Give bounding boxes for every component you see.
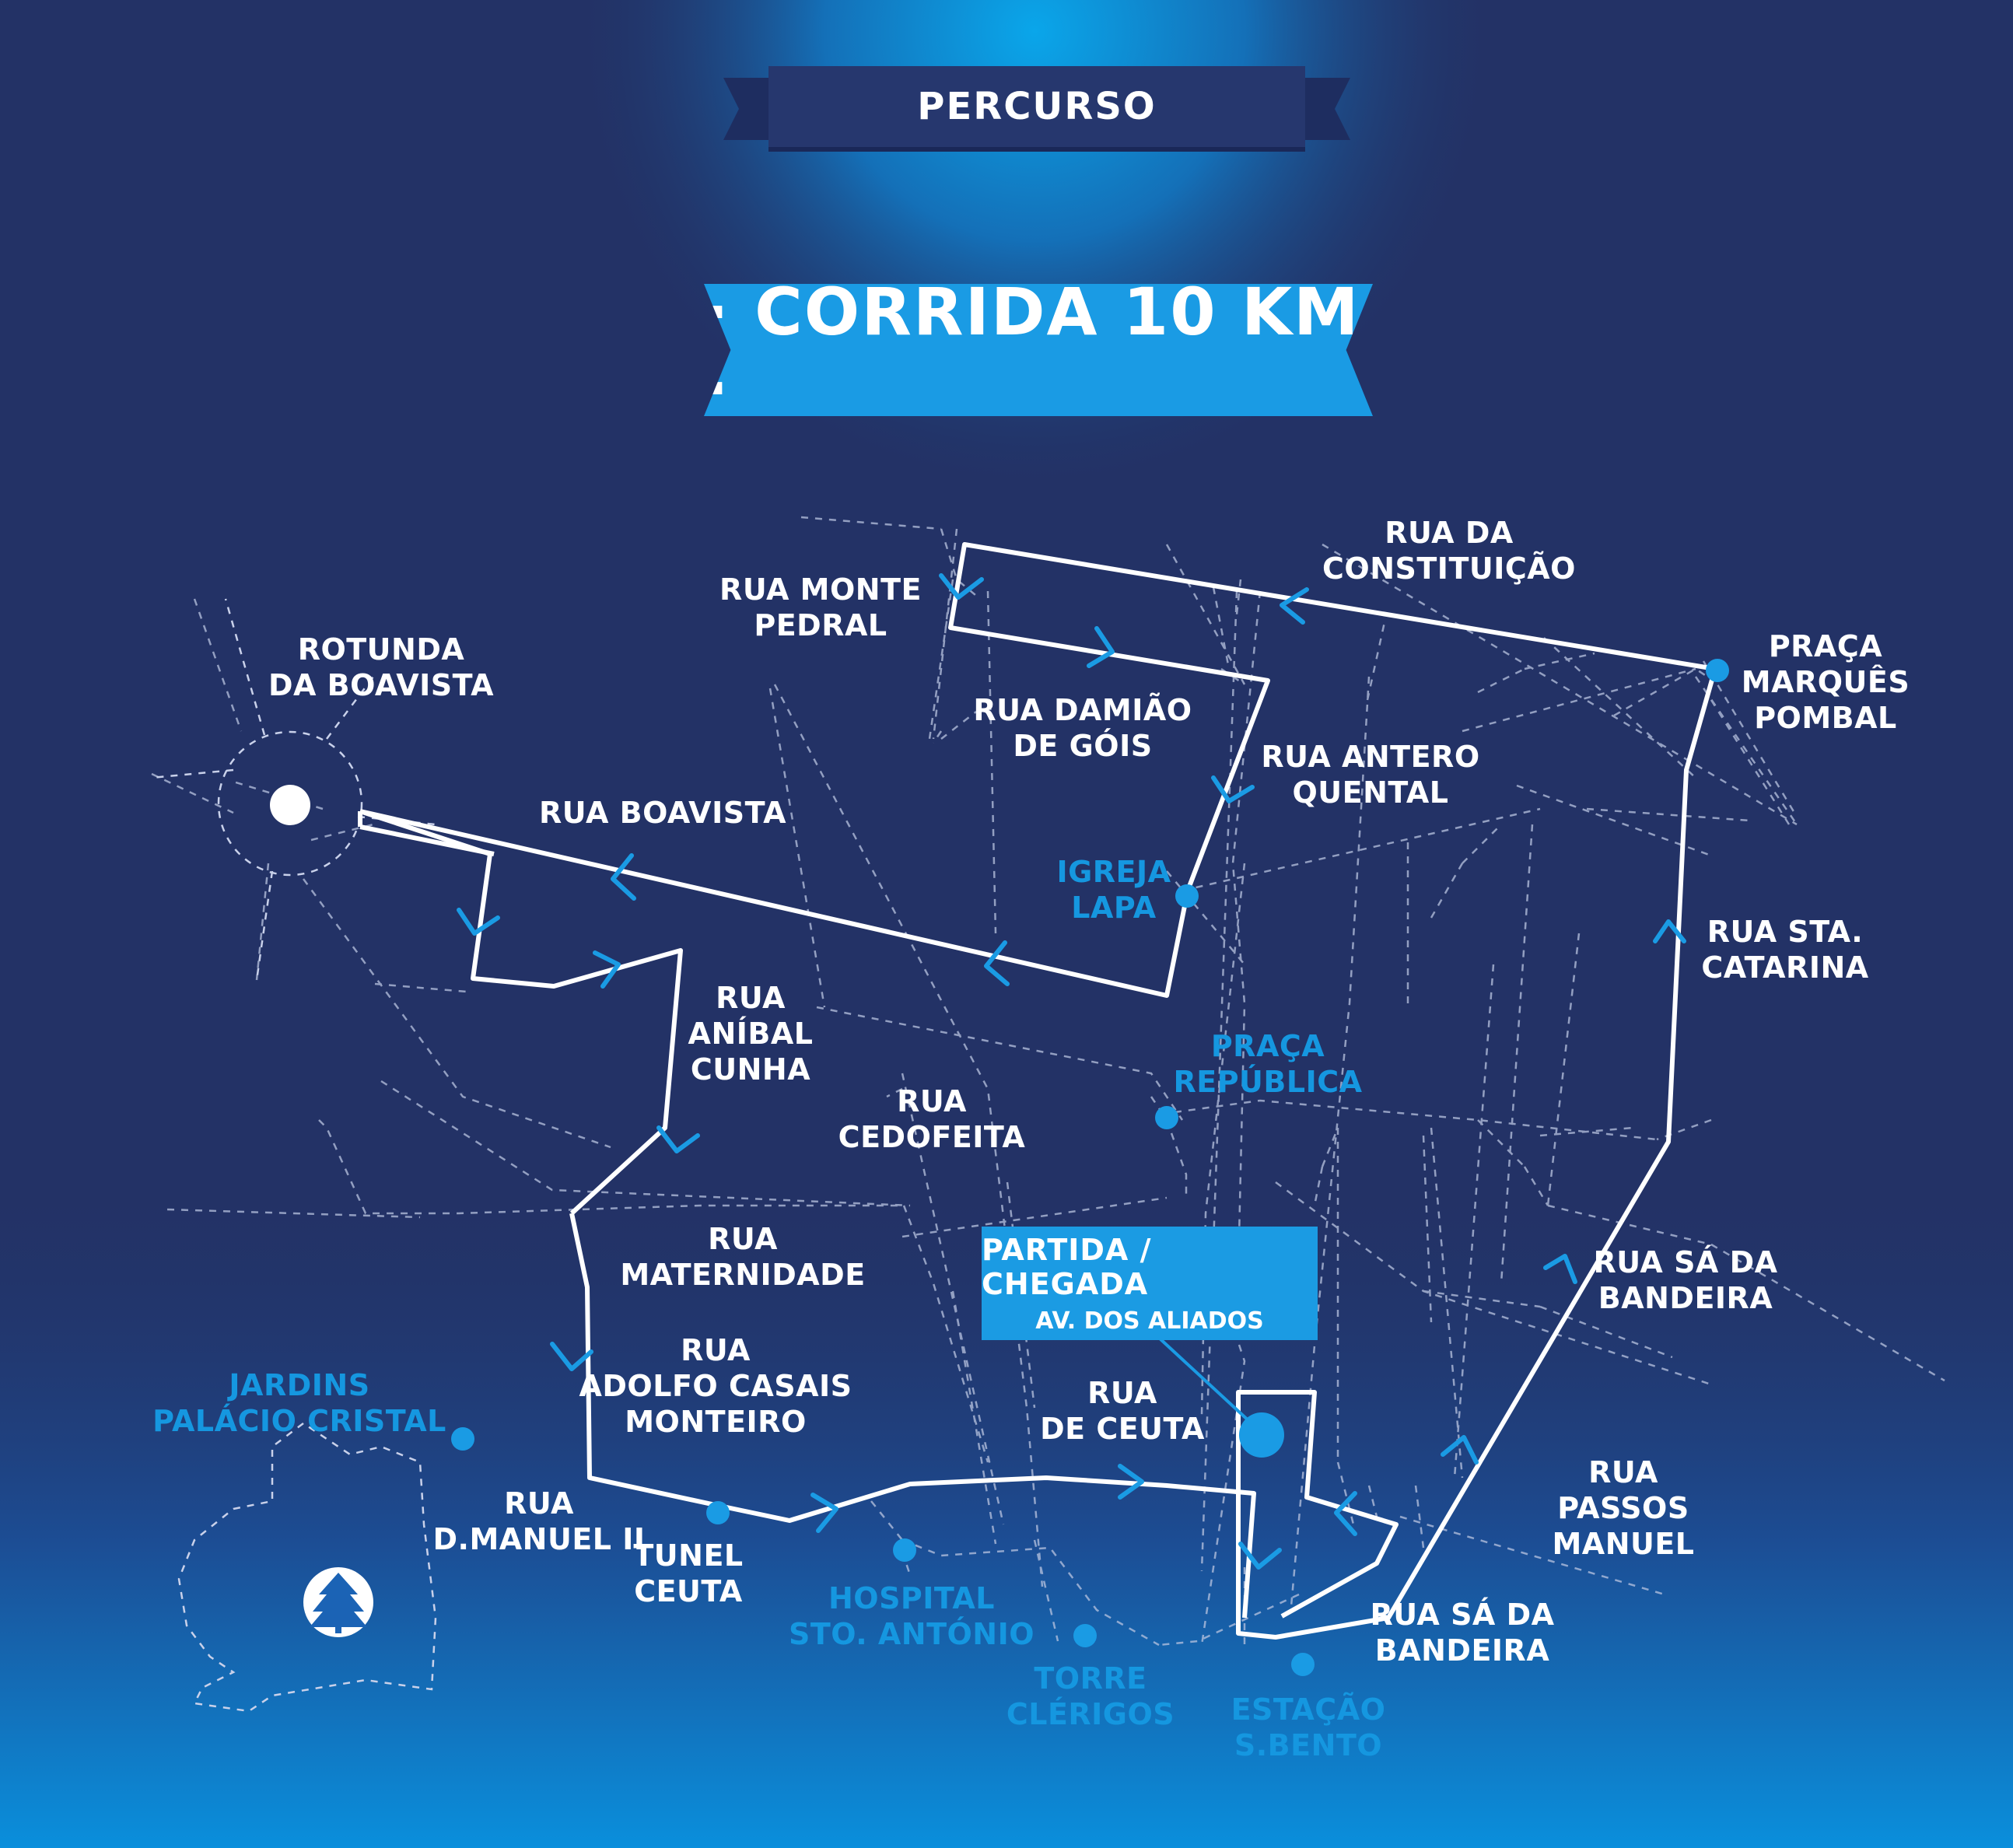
label-rua-sa-da-bandeira-upper: RUA SÁ DA BANDEIRA	[1593, 1245, 1778, 1315]
race-title-banner: · CORRIDA 10 KM ·	[704, 284, 1373, 416]
praca-republica-marker	[1155, 1106, 1178, 1129]
label-rua-passos-manuel: RUA PASSOS MANUEL	[1552, 1455, 1695, 1561]
start-pointer-line	[1157, 1336, 1263, 1434]
label-rua-boavista: RUA BOAVISTA	[539, 796, 786, 830]
rotunda-boavista	[151, 598, 436, 981]
label-praca-marques-pombal: PRAÇA MARQUÊS POMBAL	[1741, 629, 1910, 735]
palacio-cristal-marker	[451, 1427, 474, 1451]
street-grid	[151, 516, 1945, 1649]
label-jardins-palacio-cristal: JARDINS PALÁCIO CRISTAL	[152, 1368, 446, 1438]
label-rua-sta-catarina: RUA STA. CATARINA	[1701, 915, 1869, 985]
start-finish-marker	[1239, 1412, 1284, 1458]
label-praca-republica: PRAÇA REPÚBLICA	[1173, 1029, 1363, 1099]
igreja-lapa-marker	[1175, 884, 1199, 908]
tunel-ceuta-marker	[706, 1501, 730, 1524]
label-rotunda-da-boavista: ROTUNDA DA BOAVISTA	[268, 632, 495, 702]
label-rua-de-ceuta: RUA DE CEUTA	[1040, 1376, 1205, 1446]
label-tunel-ceuta: TUNEL CEUTA	[633, 1538, 744, 1608]
start-finish-box: PARTIDA / CHEGADA AV. DOS ALIADOS	[982, 1227, 1318, 1340]
park-outline	[177, 1422, 437, 1713]
section-title-banner: PERCURSO	[768, 66, 1305, 147]
label-torre-clerigos: TORRE CLÉRIGOS	[1006, 1661, 1175, 1731]
section-title: PERCURSO	[917, 85, 1157, 128]
torre-clerigos-marker	[1073, 1624, 1097, 1647]
label-rua-maternidade: RUA MATERNIDADE	[620, 1222, 866, 1292]
label-rua-damiao-de-gois: RUA DAMIÃO DE GÓIS	[973, 693, 1192, 763]
tree-icon	[303, 1567, 373, 1637]
marques-pombal-marker	[1706, 659, 1729, 682]
label-rua-sa-da-bandeira-lower: RUA SÁ DA BANDEIRA	[1370, 1598, 1555, 1668]
label-rua-anibal-cunha: RUA ANÍBAL CUNHA	[688, 981, 814, 1087]
race-route	[358, 542, 1717, 1640]
label-rua-da-constituicao: RUA DA CONSTITUIÇÃO	[1322, 516, 1576, 586]
sao-bento-marker	[1291, 1653, 1315, 1676]
start-finish-location: AV. DOS ALIADOS	[1035, 1307, 1264, 1335]
label-igreja-lapa: IGREJA LAPA	[1056, 855, 1171, 925]
hospital-marker	[893, 1538, 916, 1562]
label-estacao-s-bento: ESTAÇÃO S.BENTO	[1231, 1692, 1386, 1762]
label-rua-d-manuel-ii: RUA D.MANUEL II	[432, 1486, 646, 1556]
start-finish-title: PARTIDA / CHEGADA	[982, 1232, 1152, 1301]
poi-markers	[451, 659, 1729, 1676]
percurso-banner-tails	[723, 78, 1350, 140]
route-direction-arrows	[457, 573, 1686, 1570]
label-rua-monte-pedral: RUA MONTE PEDRAL	[719, 572, 922, 642]
label-hospital-sto-antonio: HOSPITAL STO. ANTÓNIO	[788, 1581, 1035, 1651]
label-rua-adolfo-casais-monteiro: RUA ADOLFO CASAIS MONTEIRO	[579, 1333, 852, 1439]
label-rua-antero-quental: RUA ANTERO QUENTAL	[1261, 740, 1480, 810]
label-rua-cedofeita: RUA CEDOFEITA	[838, 1084, 1026, 1154]
race-title: · CORRIDA 10 KM ·	[704, 274, 1360, 426]
